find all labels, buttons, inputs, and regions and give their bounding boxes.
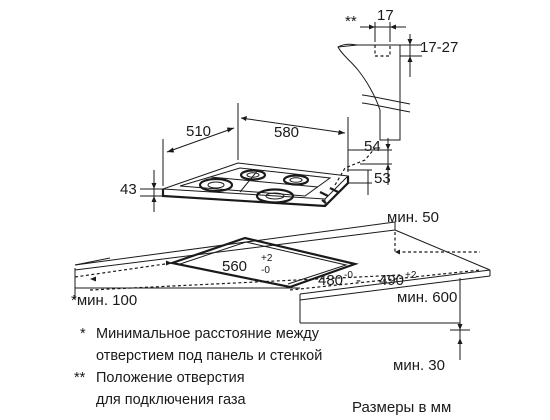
- dim-510: 510: [186, 123, 211, 140]
- dim-580: 580: [274, 124, 299, 141]
- dim-560: 560: [222, 258, 247, 275]
- double-star-marker: **: [345, 13, 357, 30]
- worktop-illustration: [74, 221, 491, 360]
- gas-inlet-profile-detail: [337, 22, 422, 141]
- note2-line1: Положение отверстия: [96, 370, 245, 386]
- dim-min-100: *мин. 100: [71, 292, 137, 309]
- dimension-43-lines: [140, 170, 163, 212]
- note1-line1: Минимальное расстояние между: [96, 326, 320, 342]
- units-caption: Размеры в мм: [352, 399, 451, 416]
- dimension-580-lines: [240, 116, 349, 172]
- note1-line2: отверстием под панель и стенкой: [96, 348, 322, 364]
- dim-min-30: мин. 30: [393, 357, 445, 374]
- dim-min-50: мин. 50: [387, 209, 439, 226]
- dim-43: 43: [120, 181, 137, 198]
- dim-480-sup: -0: [344, 270, 353, 281]
- dim-490: 490: [379, 272, 404, 289]
- dim-560-tol-minus: -0: [261, 265, 270, 276]
- note2-marker: **: [74, 370, 86, 386]
- dim-17: 17: [377, 7, 394, 24]
- dimension-54-53-lines: [347, 138, 392, 195]
- dim-54: 54: [364, 138, 381, 155]
- dim-490-sup: +2: [405, 270, 417, 281]
- dimension-510-lines: [162, 103, 239, 186]
- dim-17-27: 17-27: [420, 39, 458, 56]
- dim-min-600: мин. 600: [397, 289, 457, 306]
- note1-marker: *: [80, 326, 86, 342]
- dim-separator: -: [356, 272, 361, 289]
- dim-560-tol-plus: +2: [261, 253, 273, 264]
- dim-53: 53: [374, 170, 391, 187]
- note2-line2: для подключения газа: [96, 392, 247, 408]
- hob-illustration: [161, 147, 376, 208]
- dim-480: 480: [318, 272, 343, 289]
